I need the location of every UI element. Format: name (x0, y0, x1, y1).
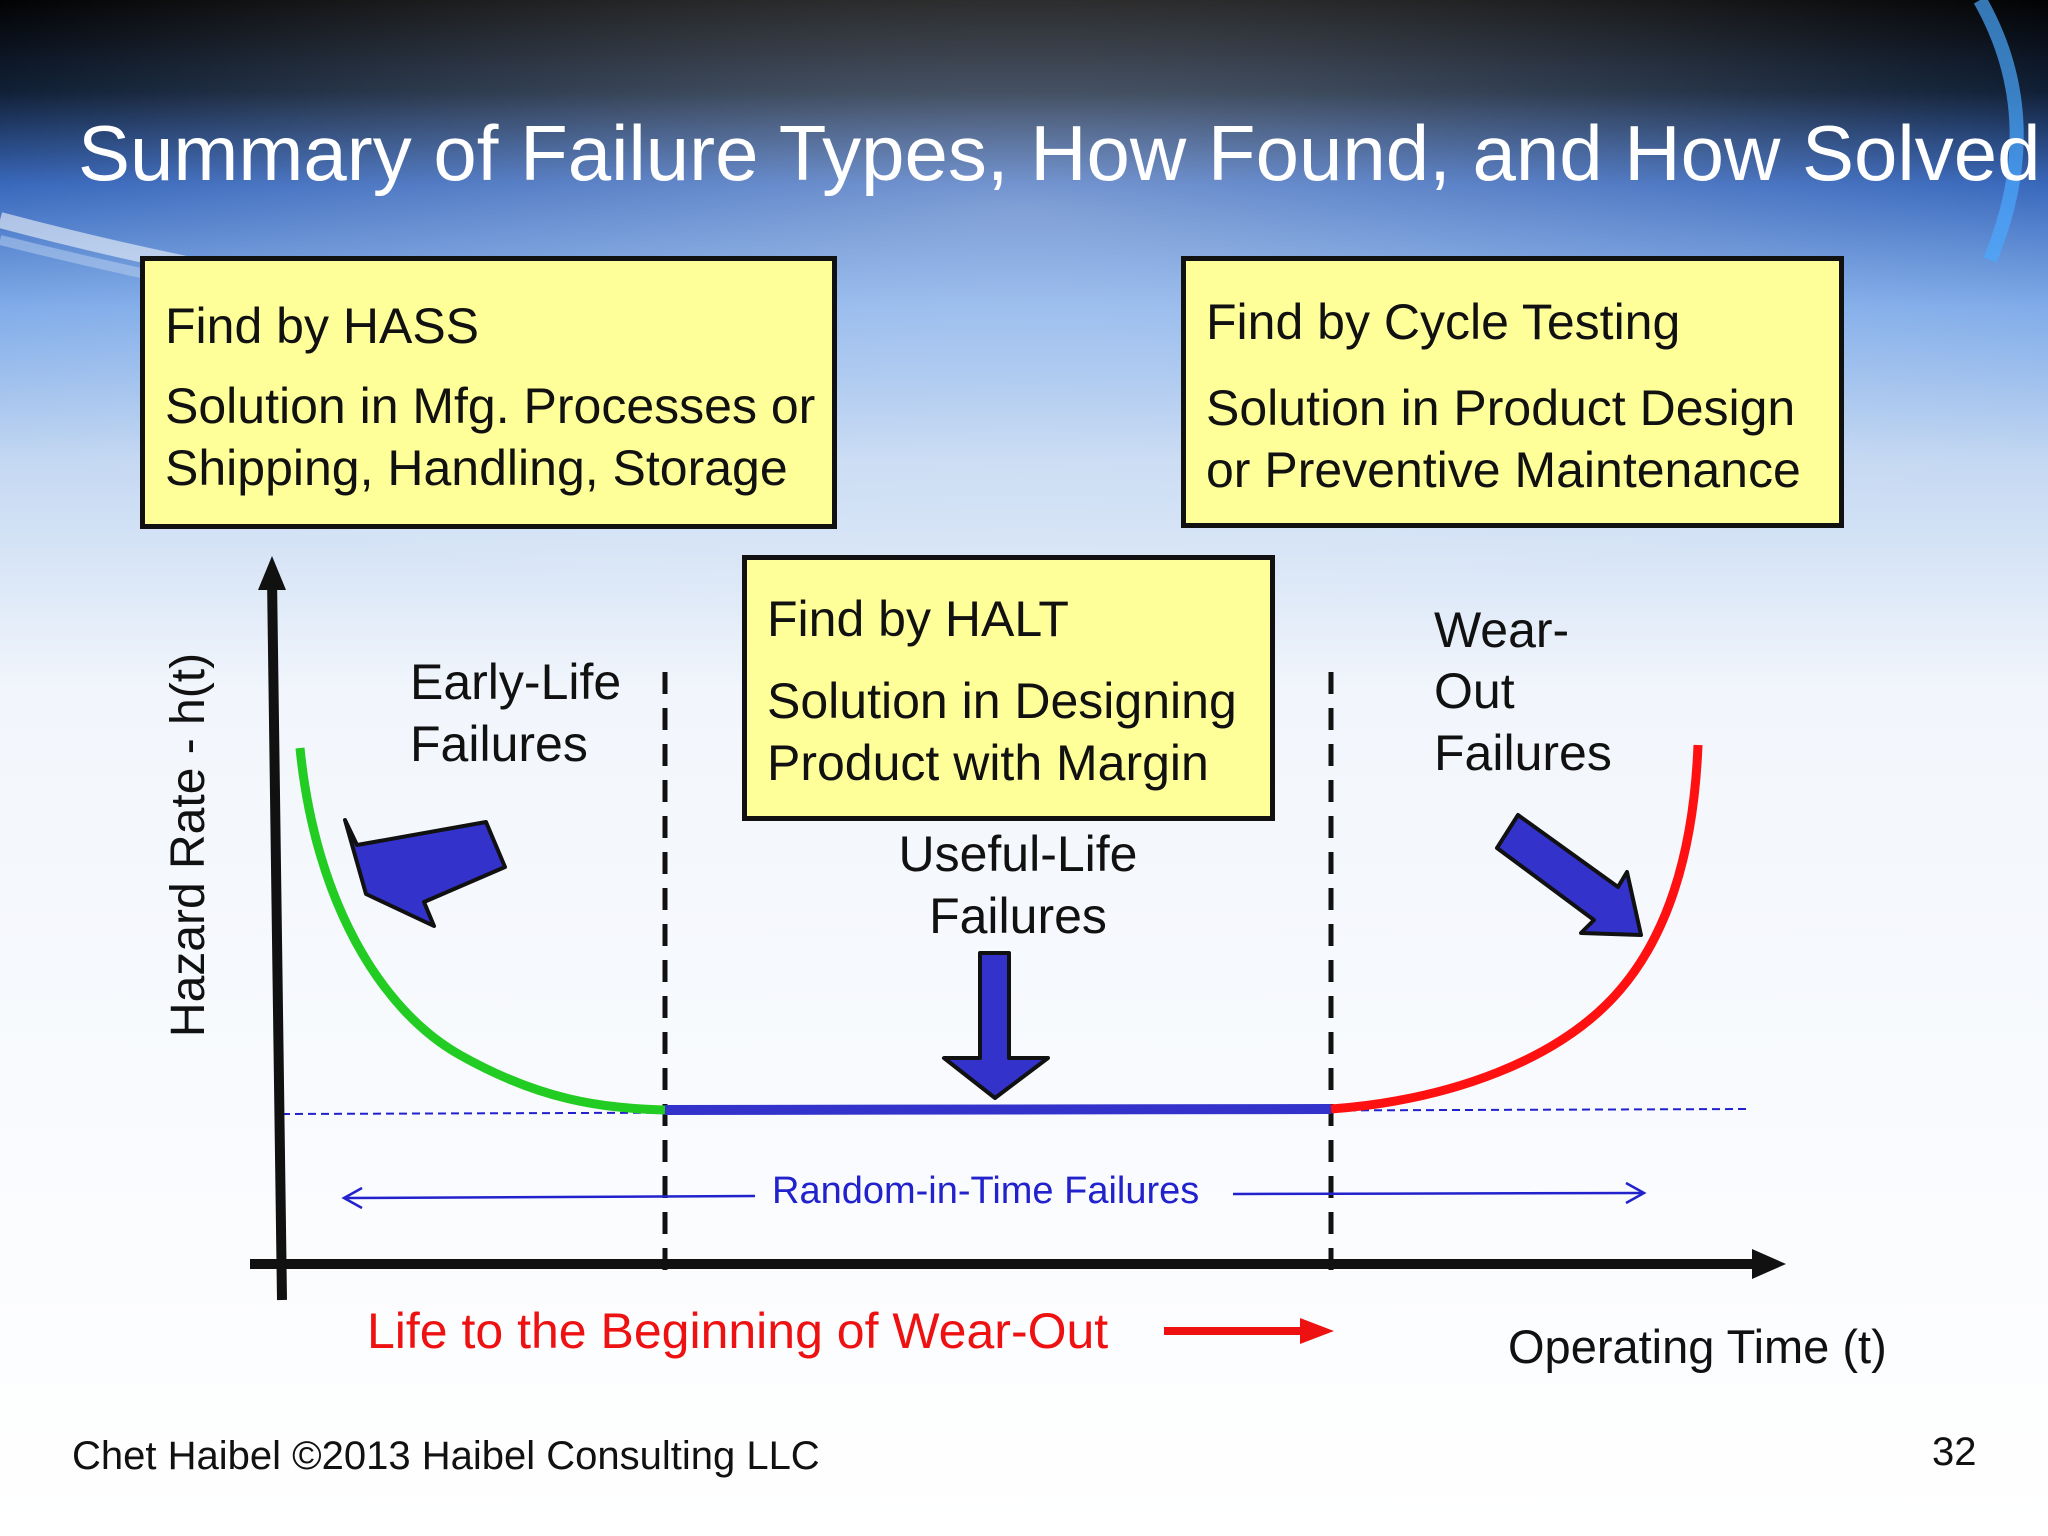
useful-life-line (664, 1104, 1332, 1115)
early-life-arrow (343, 818, 507, 928)
early-life-label-line2: Failures (410, 716, 588, 772)
life-arrowhead (1300, 1318, 1334, 1344)
random-right-arrowhead (1625, 1181, 1647, 1205)
useful-life-label-line1: Useful-Life (898, 826, 1138, 882)
footer-copyright: Chet Haibel ©2013 Haibel Consulting LLC (72, 1434, 820, 1478)
wear-out-arrow (1495, 813, 1643, 937)
life-to-wear-out-label: Life to the Beginning of Wear-Out (367, 1303, 1109, 1359)
hass-find-text: Find by HASS (165, 298, 480, 354)
halt-solution-line1: Solution in Designing (767, 673, 1237, 729)
wear-out-label-line2: Out (1434, 663, 1515, 719)
hass-solution-line2: Shipping, Handling, Storage (165, 440, 788, 496)
random-left-arrow-line (343, 1194, 756, 1200)
useful-life-arrow (942, 951, 1050, 1100)
cycle-testing-callout: Find by Cycle Testing Solution in Produc… (1181, 256, 1844, 528)
early-life-label-line1: Early-Life (410, 654, 622, 710)
halt-solution-line2: Product with Margin (767, 735, 1209, 791)
page-number: 32 (1932, 1430, 1977, 1474)
cycle-solution-line1: Solution in Product Design (1206, 380, 1796, 436)
x-axis-arrowhead (1752, 1249, 1786, 1279)
slide-title: Summary of Failure Types, How Found, and… (78, 109, 2041, 197)
y-axis (267, 577, 287, 1301)
hass-callout: Find by HASS Solution in Mfg. Processes … (140, 256, 837, 529)
wear-out-label-line3: Failures (1434, 725, 1612, 781)
random-left-arrowhead (341, 1186, 363, 1210)
halt-callout: Find by HALT Solution in Designing Produ… (742, 555, 1275, 821)
wear-out-curve (1330, 744, 1703, 1114)
wear-out-label-line1: Wear- (1434, 602, 1570, 658)
random-in-time-label: Random-in-Time Failures (772, 1170, 1200, 1212)
useful-life-label-line2: Failures (929, 888, 1107, 944)
y-axis-arrowhead (258, 556, 286, 590)
y-axis-label: Hazard Rate - h(t) (162, 653, 215, 1037)
random-right-arrow-line (1232, 1191, 1645, 1196)
cycle-find-text: Find by Cycle Testing (1206, 294, 1681, 350)
early-life-curve (295, 747, 666, 1115)
x-axis-label: Operating Time (t) (1508, 1320, 1887, 1373)
cycle-solution-line2: or Preventive Maintenance (1206, 442, 1801, 498)
halt-find-text: Find by HALT (767, 591, 1069, 647)
hass-solution-line1: Solution in Mfg. Processes or (165, 378, 816, 434)
